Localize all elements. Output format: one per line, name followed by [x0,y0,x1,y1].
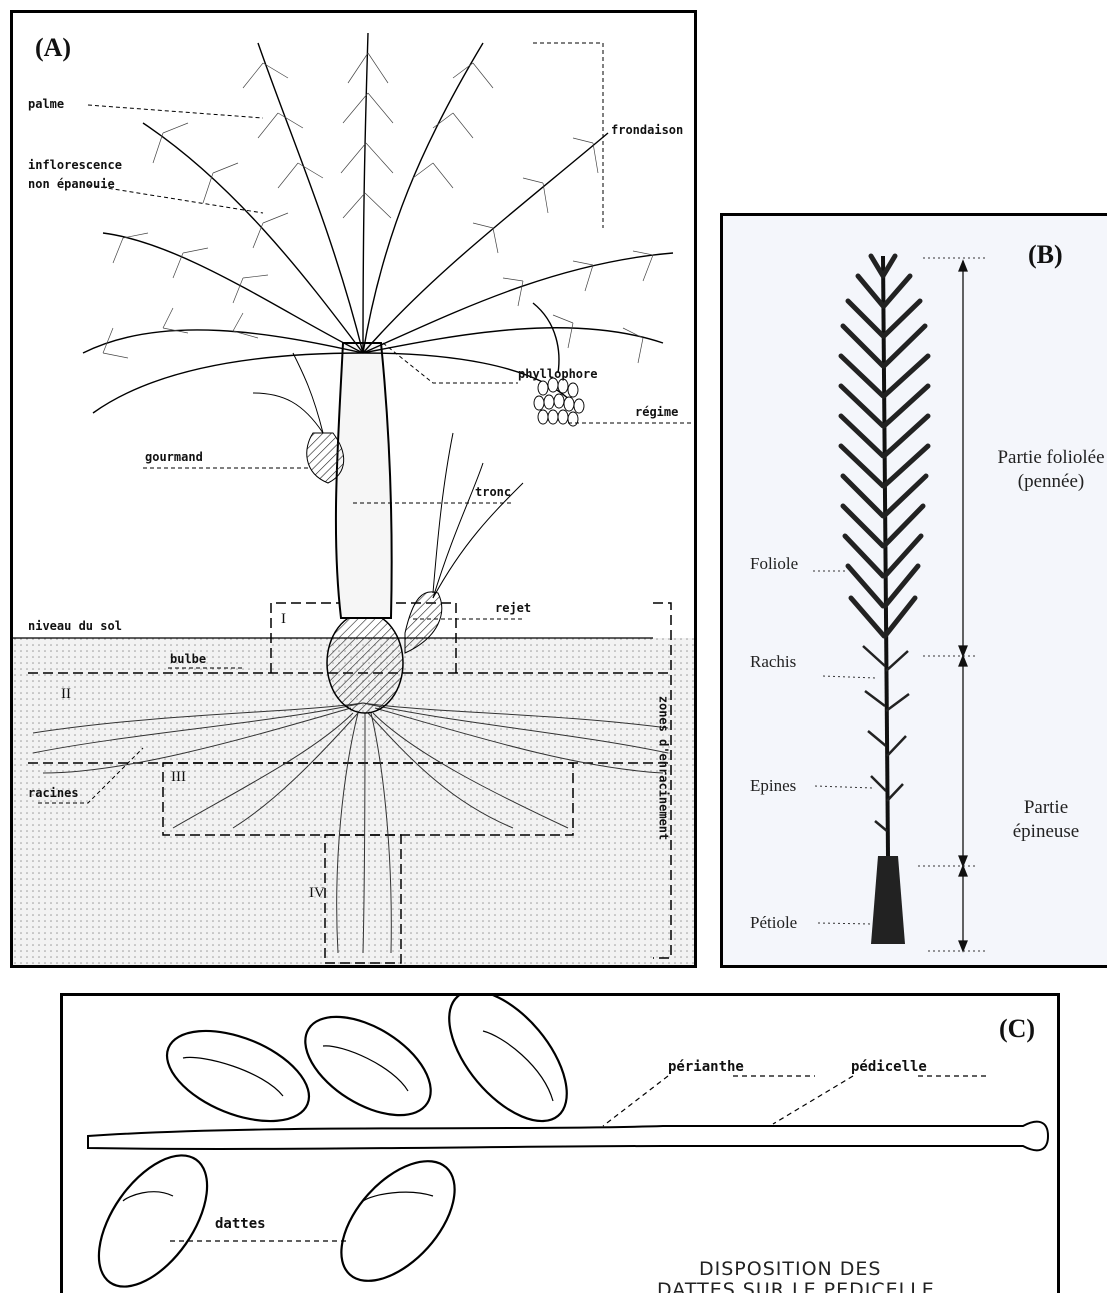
label-palme: palme [28,97,64,111]
panel-b-letter: (B) [1028,240,1063,270]
label-regime: régime [635,405,678,419]
date-palm-illustration [13,13,697,968]
rachis [883,256,888,856]
pedicel-stem [88,1122,1048,1151]
label-perianthe: périanthe [668,1059,744,1075]
label-inflorescence: inflorescence [28,158,122,172]
bulb [327,613,403,713]
zone-label-1: I [281,611,286,628]
label-foliole: Foliole [750,554,798,574]
zone-label-2: II [61,686,71,703]
label-tronc: tronc [475,485,511,499]
panel-c-letter: (C) [999,1014,1035,1044]
label-partie-epineuse-line1: Partie [1001,796,1091,820]
dates-pedicel-illustration [63,996,1060,1293]
panel-c-dates-on-pedicel: (C) périanthe pédicelle dattes DISPOSITI… [60,993,1060,1293]
label-racines: racines [28,786,79,800]
date-2 [288,997,447,1136]
label-petiole: Pétiole [750,913,797,933]
panel-a-letter: (A) [35,33,71,63]
label-partie-foliolee-line1: Partie foliolée [991,446,1107,470]
label-partie-foliolee: Partie foliolée (pennée) [991,446,1107,494]
label-partie-epineuse: Partie épineuse [1001,796,1091,844]
palm-leaf-illustration [723,216,1107,968]
trunk [336,343,392,618]
caption-line-1: DISPOSITION DES [699,1258,881,1280]
panel-b-palm-leaf-diagram: (B) Foliole Rachis Epines Pétiole Partie… [720,213,1107,968]
regime-bunch [534,378,584,426]
date-4 [77,1137,229,1293]
label-partie-epineuse-line2: épineuse [1001,820,1091,844]
date-5 [320,1141,476,1293]
date-3 [427,996,589,1141]
label-epines: Epines [750,776,796,796]
date-1 [154,1013,322,1140]
label-frondaison: frondaison [611,123,683,137]
label-dattes: dattes [215,1216,266,1232]
label-pedicelle: pédicelle [851,1059,927,1075]
label-non-epanouie: non épanouie [28,177,115,191]
zone-label-3: III [171,769,186,786]
label-zones-enracinement: zones d'enracinement [656,696,670,841]
label-gourmand: gourmand [145,450,203,464]
label-rachis: Rachis [750,652,796,672]
label-phyllophore: phyllophore [518,367,597,381]
label-rejet: rejet [495,601,531,615]
label-partie-foliolee-line2: (pennée) [991,470,1107,494]
panel-a-date-palm-diagram: (A) palme inflorescence non épanouie fro… [10,10,697,968]
zone-label-4: IV [309,885,325,902]
label-bulbe: bulbe [170,652,206,666]
label-niveau-du-sol: niveau du sol [28,619,122,633]
petiole [871,856,905,944]
